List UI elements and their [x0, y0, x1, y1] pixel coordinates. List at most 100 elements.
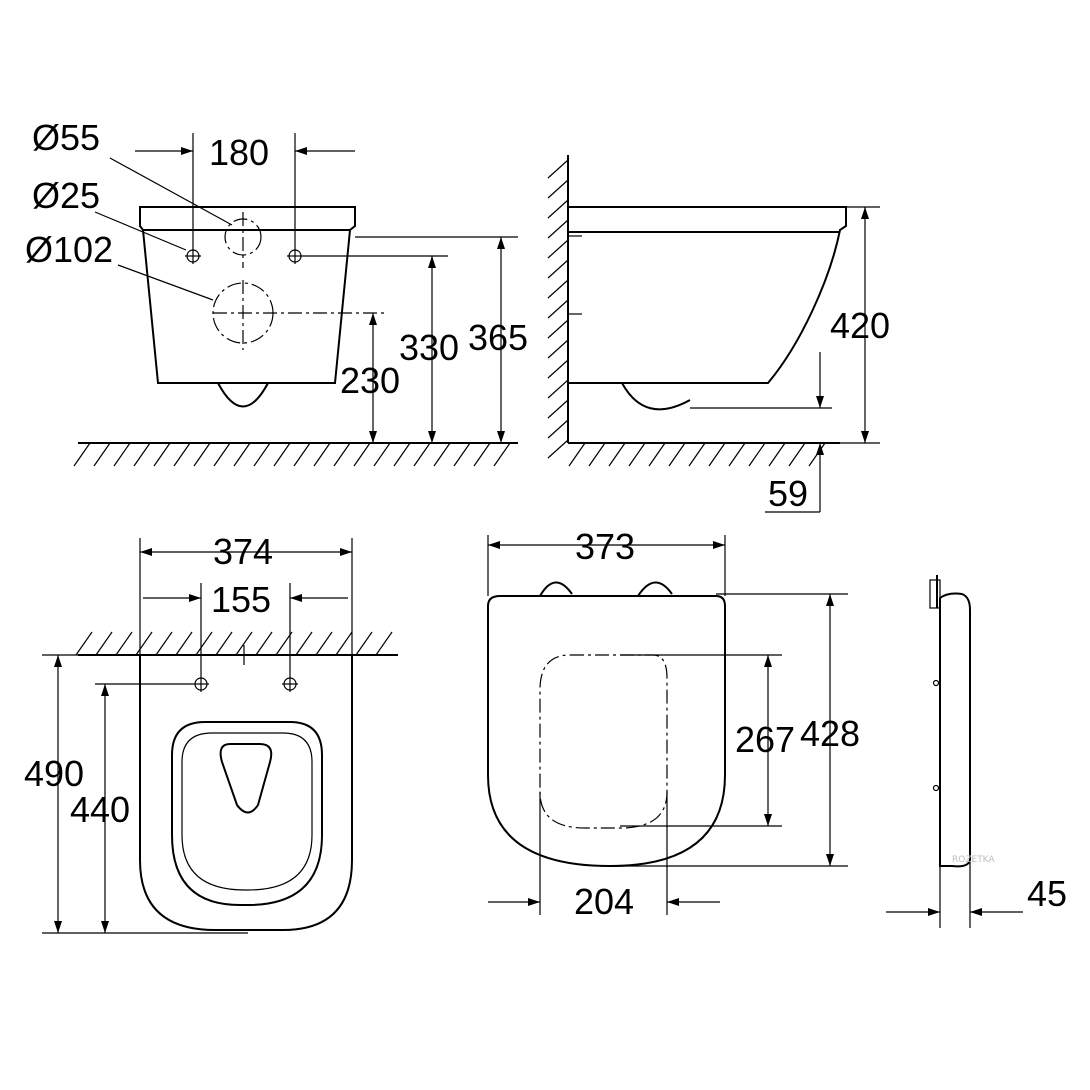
hatch-line	[195, 631, 213, 656]
hatch-line	[628, 442, 646, 467]
hatch-line	[95, 631, 113, 656]
hatch-line	[493, 442, 511, 467]
hatch-line	[768, 442, 786, 467]
hatch-line	[293, 442, 311, 467]
hatch-line	[688, 442, 706, 467]
hatch-line	[133, 442, 151, 467]
hatch-line	[173, 442, 191, 467]
hatch-line	[335, 631, 353, 656]
hatch-line	[153, 442, 171, 467]
label-59: 59	[768, 473, 808, 514]
floor-hatch-front	[73, 442, 511, 467]
label-267: 267	[735, 719, 795, 760]
label-420: 420	[830, 305, 890, 346]
hatch-line	[708, 442, 726, 467]
label-365: 365	[468, 317, 528, 358]
front-view: Ø55 Ø25 Ø102 180 230 330 365	[25, 117, 528, 467]
hatch-line	[255, 631, 273, 656]
hatch-line	[75, 631, 93, 656]
seat-inner-opening	[539, 654, 668, 829]
seat-profile-outline	[939, 592, 971, 868]
label-428: 428	[800, 713, 860, 754]
label-45: 45	[1027, 873, 1067, 914]
hatch-line	[608, 442, 626, 467]
top-inner-recess	[181, 732, 313, 891]
label-330: 330	[399, 327, 459, 368]
hatch-line	[253, 442, 271, 467]
hatch-line	[295, 631, 313, 656]
hatch-line	[648, 442, 666, 467]
hatch-line	[215, 631, 233, 656]
label-490: 490	[24, 753, 84, 794]
label-180: 180	[209, 132, 269, 173]
wall-hatch	[547, 159, 569, 459]
hatch-line	[588, 442, 606, 467]
hatch-line	[175, 631, 193, 656]
hatch-line	[93, 442, 111, 467]
hatch-line	[547, 259, 569, 279]
label-155: 155	[211, 579, 271, 620]
hatch-line	[353, 442, 371, 467]
side-bowl-outline	[568, 206, 847, 384]
hatch-line	[333, 442, 351, 467]
hatch-line	[547, 439, 569, 459]
top-bowl-outline	[139, 655, 353, 931]
hatch-line	[547, 339, 569, 359]
front-outlet-spigot	[217, 382, 269, 408]
label-204: 204	[574, 881, 634, 922]
hatch-line	[393, 442, 411, 467]
hatch-line	[193, 442, 211, 467]
hatch-line	[375, 631, 393, 656]
hatch-line	[788, 442, 806, 467]
seat-profile-view: 45 ROZETKA	[886, 575, 1067, 928]
hatch-line	[808, 442, 826, 467]
top-wall-hatch	[75, 631, 393, 656]
hatch-line	[413, 442, 431, 467]
floor-hatch-side	[568, 442, 826, 467]
hatch-line	[547, 179, 569, 199]
hatch-line	[73, 442, 91, 467]
hatch-line	[233, 442, 251, 467]
hatch-line	[275, 631, 293, 656]
hatch-line	[355, 631, 373, 656]
hatch-line	[547, 399, 569, 419]
hatch-line	[668, 442, 686, 467]
hatch-line	[235, 631, 253, 656]
hatch-line	[547, 319, 569, 339]
seat-view: 373 267 428 204	[487, 526, 860, 922]
hatch-line	[155, 631, 173, 656]
hatch-line	[433, 442, 451, 467]
label-374: 374	[213, 531, 273, 572]
hatch-line	[547, 199, 569, 219]
hatch-line	[547, 279, 569, 299]
seat-hinge-block	[929, 579, 941, 609]
hatch-line	[453, 442, 471, 467]
hatch-line	[373, 442, 391, 467]
hatch-line	[568, 442, 586, 467]
label-d102: Ø102	[25, 229, 113, 270]
hatch-line	[115, 631, 133, 656]
side-view: 420 59	[547, 155, 890, 514]
front-bowl-outline	[139, 206, 356, 384]
top-rim-outline	[171, 721, 323, 906]
label-d55: Ø55	[32, 117, 100, 158]
hatch-line	[547, 379, 569, 399]
seat-hinge-left	[539, 581, 573, 597]
hatch-line	[113, 442, 131, 467]
hatch-line	[547, 219, 569, 239]
label-d25: Ø25	[32, 175, 100, 216]
hatch-line	[547, 419, 569, 439]
label-440: 440	[70, 789, 130, 830]
hatch-line	[547, 359, 569, 379]
hatch-line	[273, 442, 291, 467]
hatch-line	[547, 299, 569, 319]
hatch-line	[728, 442, 746, 467]
hatch-line	[547, 159, 569, 179]
side-outlet-spigot	[621, 382, 691, 411]
top-bowl-opening	[219, 743, 273, 814]
hatch-line	[748, 442, 766, 467]
hatch-line	[313, 442, 331, 467]
seat-hinge-right	[637, 581, 673, 597]
hatch-line	[135, 631, 153, 656]
